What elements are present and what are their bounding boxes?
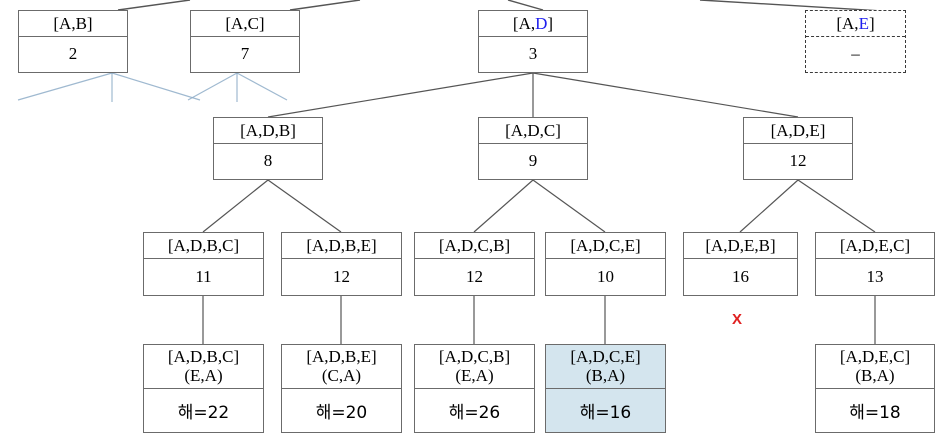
node-label: [A,D,C,E]: [570, 236, 641, 255]
node-value: 해=16: [546, 389, 665, 432]
node-value: 13: [866, 266, 884, 286]
tree-node-t-adcb[interactable]: [A,D,C,B](E,A) 해=26: [414, 344, 535, 433]
node-label-line2: (C,A): [321, 365, 362, 385]
node-value: –: [851, 44, 860, 64]
prune-mark-adeb: X: [732, 311, 743, 328]
node-value: 해=18: [849, 402, 901, 423]
edge-adb-adbc: [202, 179, 269, 233]
node-label-accent-letter: E: [858, 14, 869, 33]
node-divider: [806, 36, 905, 38]
tree-node-t-adbe[interactable]: [A,D,B,E](C,A) 해=20: [281, 344, 402, 433]
node-label-accent-letter: D: [535, 14, 548, 33]
tree-node-n-adcb[interactable]: [A,D,C,B] 12: [414, 232, 535, 296]
tree-node-n-adce[interactable]: [A,D,C,E] 10: [545, 232, 666, 296]
tree-node-n-ac[interactable]: [A,C] 7: [190, 10, 300, 73]
node-label-line2: (B,A): [855, 365, 895, 385]
node-divider: [191, 36, 299, 38]
node-label: [A,D,C,B](E,A): [438, 347, 511, 385]
node-label: [A,D,E,C](B,A): [839, 347, 911, 385]
node-divider: [19, 36, 127, 38]
node-label: [A,D]: [512, 14, 554, 33]
node-divider: [415, 258, 534, 260]
node-label: [A,D,E,C]: [839, 236, 911, 255]
node-divider: [214, 143, 322, 145]
node-label-line2: (E,A): [455, 365, 494, 385]
node-value: 9: [528, 151, 538, 171]
node-divider: [479, 36, 587, 38]
node-value: 해=26: [448, 402, 501, 423]
edge-adb-adbe: [267, 179, 342, 233]
node-label: [A,C]: [225, 14, 265, 33]
node-label: [A,D,B,E]: [306, 236, 377, 255]
tree-node-n-adec[interactable]: [A,D,E,C] 13: [815, 232, 935, 296]
node-divider: [684, 258, 797, 260]
node-divider: [816, 258, 934, 260]
edge-ad-adb: [267, 72, 534, 118]
tree-node-t-adec[interactable]: [A,D,E,C](B,A) 해=18: [815, 344, 935, 433]
node-label: [A,D,E,B]: [705, 236, 776, 255]
node-value: 3: [528, 44, 538, 64]
node-label: [A,B]: [53, 14, 93, 33]
node-divider: [479, 143, 587, 145]
edge-ade-adec: [797, 179, 876, 233]
node-value: 12: [466, 266, 483, 286]
node-divider: [816, 388, 934, 390]
node-value: 10: [597, 266, 614, 286]
tree-node-n-ad[interactable]: [A,D] 3: [478, 10, 588, 73]
stub-ab-right: [111, 72, 201, 101]
node-label: [A,E]: [836, 14, 875, 33]
tree-node-t-adbc[interactable]: [A,D,B,C](E,A) 해=22: [143, 344, 264, 433]
edge-root-to-ad: [507, 0, 544, 11]
edge-ade-adeb: [739, 179, 799, 233]
edge-adc-adcb: [473, 179, 534, 233]
stub-ab-left: [17, 72, 113, 101]
node-value: 해=20: [315, 402, 368, 423]
node-label: [A,D,C,B]: [438, 236, 511, 255]
tree-node-n-ade[interactable]: [A,D,E] 12: [743, 117, 853, 180]
tree-node-n-ae[interactable]: [A,E] –: [805, 10, 906, 73]
node-label: [A,D,B,C]: [167, 236, 240, 255]
tree-node-t-adce[interactable]: [A,D,C,E](B,A) 해=16: [545, 344, 666, 433]
edge-adc-adce: [532, 179, 606, 233]
node-divider: [744, 143, 852, 145]
tree-node-n-adb[interactable]: [A,D,B] 8: [213, 117, 323, 180]
tree-node-n-adc[interactable]: [A,D,C] 9: [478, 117, 588, 180]
node-divider: [415, 388, 534, 390]
tree-node-n-adbe[interactable]: [A,D,B,E] 12: [281, 232, 402, 296]
edge-ad-ade: [532, 72, 799, 118]
node-value: 7: [240, 44, 250, 64]
node-value: 16: [732, 266, 749, 286]
tree-node-n-ab[interactable]: [A,B] 2: [18, 10, 128, 73]
node-label: [A,D,B,E](C,A): [306, 347, 377, 385]
node-label-line2: (E,A): [184, 365, 223, 385]
node-value: 해=22: [177, 402, 230, 423]
node-divider: [546, 388, 665, 390]
node-divider: [144, 388, 263, 390]
node-divider: [144, 258, 263, 260]
node-value: 12: [333, 266, 350, 286]
edge-root-to-ab: [117, 0, 191, 11]
edge-root-to-ac: [289, 0, 361, 11]
node-label: [A,D,B,C](E,A): [167, 347, 240, 385]
node-label: [A,D,C]: [505, 121, 561, 140]
node-divider: [546, 258, 665, 260]
stub-ac-right: [236, 72, 288, 101]
stub-ac-left: [187, 72, 238, 101]
tree-node-n-adbc[interactable]: [A,D,B,C] 11: [143, 232, 264, 296]
node-divider: [282, 388, 401, 390]
node-label: [A,D,B]: [240, 121, 296, 140]
node-label: [A,D,C,E](B,A): [570, 347, 641, 385]
node-divider: [282, 258, 401, 260]
node-label-line2: (B,A): [585, 365, 626, 385]
node-value: 8: [263, 151, 273, 171]
node-value: 11: [195, 266, 212, 286]
tree-node-n-adeb[interactable]: [A,D,E,B] 16: [683, 232, 798, 296]
node-label: [A,D,E]: [770, 121, 826, 140]
node-value: 12: [789, 151, 807, 171]
node-value: 2: [68, 44, 78, 64]
